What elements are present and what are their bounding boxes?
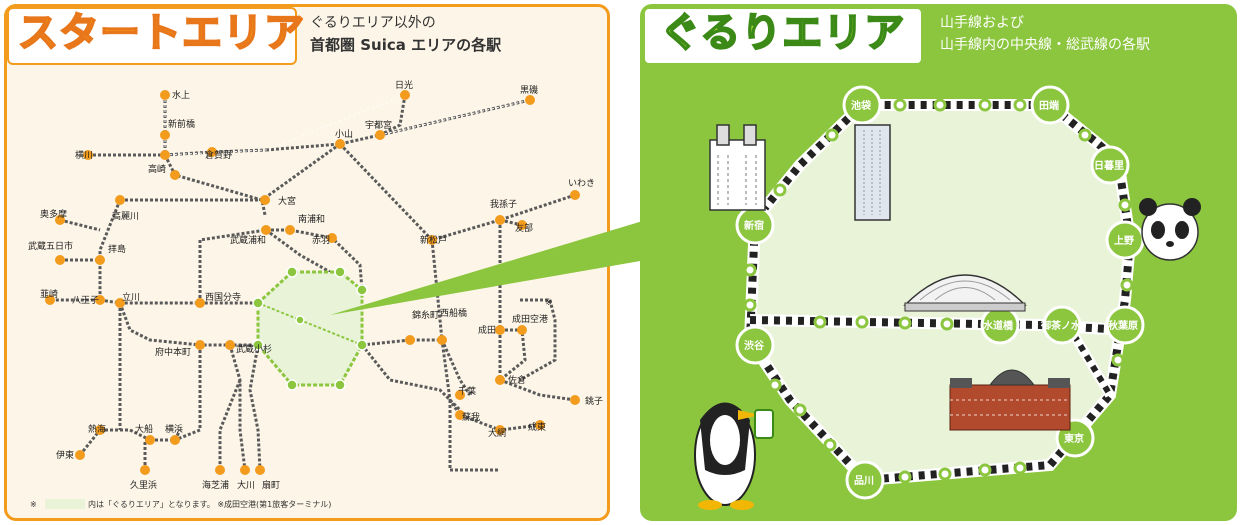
station-label: 大川 bbox=[237, 479, 255, 491]
start-area-description-line1: ぐるりエリア以外の bbox=[310, 15, 436, 31]
station-label: 成田空港 bbox=[512, 313, 548, 325]
station-label: 横川 bbox=[75, 149, 93, 161]
station-label: 大網 bbox=[488, 427, 506, 439]
station-label: 府中本町 bbox=[155, 346, 191, 358]
station-label: 武蔵小杉 bbox=[236, 343, 272, 355]
loop-area-title-box bbox=[643, 7, 923, 65]
station-label: 南浦和 bbox=[298, 213, 325, 225]
penguin-mascot-icon bbox=[694, 402, 774, 510]
start-area-station-dots bbox=[45, 90, 580, 475]
station-label: 渋谷 bbox=[744, 339, 765, 352]
loop-area-title: ぐるりエリア bbox=[659, 10, 906, 56]
station-label: 黒磯 bbox=[520, 84, 538, 96]
station-label: 高崎 bbox=[148, 163, 166, 175]
station-label: 御茶ノ水 bbox=[1040, 319, 1082, 332]
loop-area-small-stops bbox=[743, 98, 1134, 484]
station-label: 海芝浦 bbox=[202, 479, 229, 491]
station-label: 倉賀野 bbox=[205, 149, 232, 161]
station-label: 武蔵五日市 bbox=[28, 240, 73, 252]
station-label: 水上 bbox=[172, 89, 190, 101]
station-label: ※ bbox=[545, 298, 553, 308]
start-area-rail-ties bbox=[164, 94, 531, 156]
start-area-loop-region bbox=[256, 270, 364, 387]
station-label: 西船橋 bbox=[440, 307, 467, 319]
station-label: 拝島 bbox=[108, 243, 126, 255]
station-label: 高麗川 bbox=[112, 210, 139, 222]
station-label: 錦糸町 bbox=[412, 309, 439, 321]
station-label: 千葉 bbox=[458, 385, 476, 397]
station-label: 熱海 bbox=[88, 423, 106, 435]
station-label: 小山 bbox=[335, 129, 353, 140]
station-label: 新松戸 bbox=[420, 234, 447, 246]
loop-area-description-line1: 山手線および bbox=[940, 15, 1024, 31]
start-area-station-labels: 水上 新前橋 横川 高崎 倉賀野 日光 黒磯 宇都宮 小山 いわき 大宮 南浦和… bbox=[28, 79, 603, 491]
station-label: 秋葉原 bbox=[1108, 319, 1138, 332]
station-label: 八王子 bbox=[72, 295, 99, 306]
panda-mascot-icon bbox=[1139, 198, 1201, 261]
station-label: 新宿 bbox=[744, 219, 764, 232]
station-label: 武蔵浦和 bbox=[230, 234, 266, 246]
station-label: 大船 bbox=[135, 423, 153, 435]
station-label: 赤羽 bbox=[312, 235, 330, 246]
station-label: いわき bbox=[568, 178, 595, 189]
station-label: 成東 bbox=[528, 421, 546, 433]
skyscraper-icon bbox=[709, 124, 766, 211]
station-label: 韮崎 bbox=[40, 288, 58, 300]
loop-area-description-line2: 山手線内の中央線・総武線の各駅 bbox=[940, 37, 1150, 53]
station-label: 新前橋 bbox=[168, 118, 195, 130]
tokyo-station-icon bbox=[949, 369, 1071, 431]
start-area-title: スタートエリア bbox=[17, 10, 305, 56]
start-area-description: ぐるりエリア以外の 首都圏 Suica エリアの各駅 bbox=[310, 12, 501, 56]
start-area-description-line2: 首都圏 Suica エリアの各駅 bbox=[310, 36, 502, 54]
station-label: 蘇我 bbox=[462, 411, 480, 423]
station-label: 品川 bbox=[854, 475, 874, 487]
station-label: 我孫子 bbox=[490, 198, 517, 210]
footnote-swatch bbox=[45, 499, 85, 509]
loop-area-station-labels: 池袋 田端 日暮里 上野 秋葉原 御茶ノ水 水道橋 東京 品川 渋谷 新宿 bbox=[744, 99, 1138, 487]
station-label: 横浜 bbox=[165, 423, 183, 435]
loop-area-description: 山手線および 山手線内の中央線・総武線の各駅 bbox=[940, 12, 1150, 56]
callout-arrow-icon bbox=[330, 220, 646, 315]
start-area-title-box bbox=[7, 7, 297, 65]
station-label: 日光 bbox=[395, 79, 413, 91]
tall-building-icon bbox=[854, 124, 891, 221]
footnote-mark: ※ bbox=[30, 500, 37, 509]
station-label: 東京 bbox=[1064, 432, 1084, 445]
station-label: 池袋 bbox=[851, 99, 872, 112]
station-label: 伊東 bbox=[56, 449, 74, 461]
dome-stadium-icon bbox=[903, 274, 1027, 312]
start-area-footnote: ※ 内は「ぐるりエリア」となります。 ※成田空港(第1旅客ターミナル) bbox=[30, 499, 331, 509]
station-label: 大宮 bbox=[278, 195, 296, 207]
station-label: 上野 bbox=[1114, 234, 1134, 247]
station-label: 佐倉 bbox=[508, 374, 526, 386]
footnote-text: 内は「ぐるりエリア」となります。 ※成田空港(第1旅客ターミナル) bbox=[88, 499, 331, 509]
station-label: 水道橋 bbox=[982, 319, 1014, 332]
station-label: 田端 bbox=[1039, 99, 1059, 112]
station-label: 銚子 bbox=[585, 395, 603, 407]
station-label: 立川 bbox=[122, 291, 140, 303]
station-label: 西国分寺 bbox=[205, 292, 241, 303]
station-label: 友部 bbox=[515, 222, 533, 234]
station-label: 宇都宮 bbox=[365, 119, 392, 131]
station-label: 久里浜 bbox=[130, 479, 157, 491]
start-area-loop-stations bbox=[252, 266, 368, 391]
station-label: 日暮里 bbox=[1094, 159, 1124, 172]
station-label: 奥多摩 bbox=[40, 208, 67, 220]
station-label: 扇町 bbox=[262, 479, 280, 491]
station-label: 成田 bbox=[478, 324, 496, 336]
